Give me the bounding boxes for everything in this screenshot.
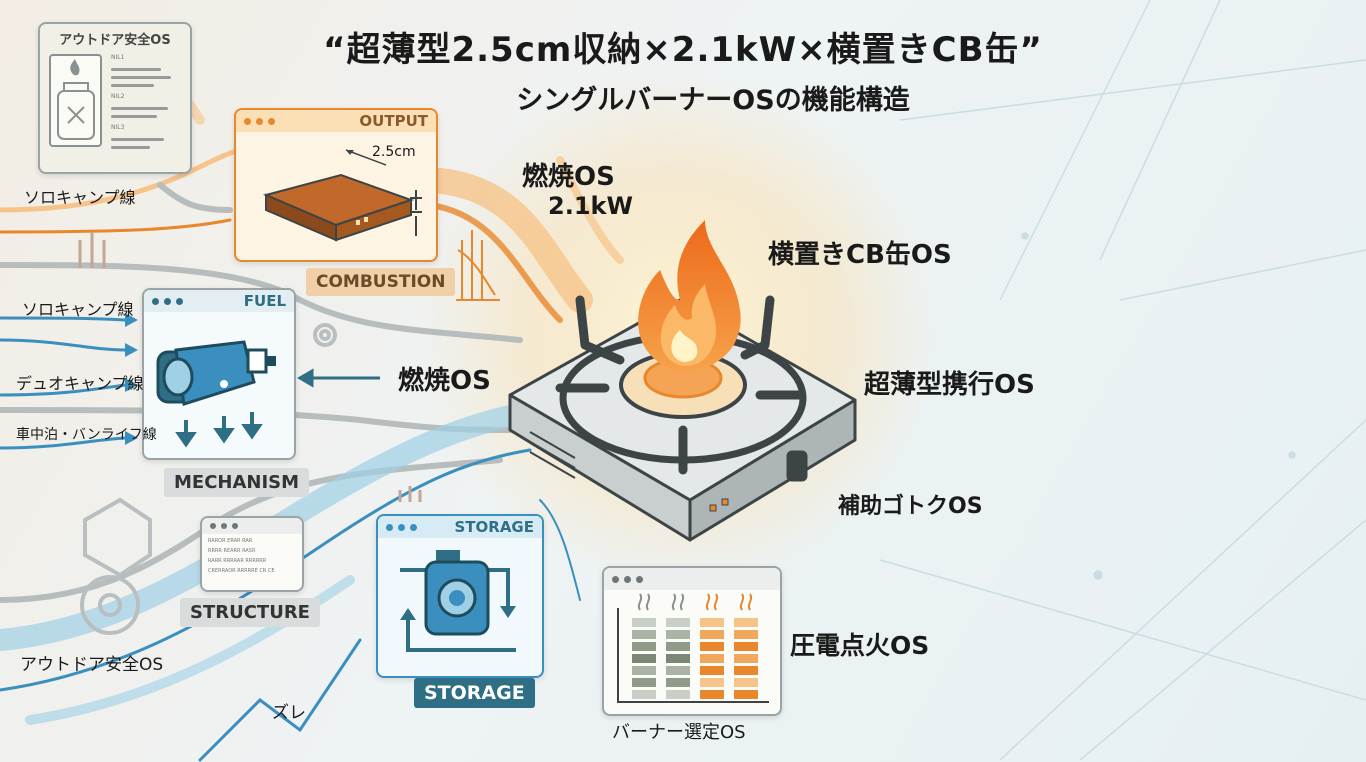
grid-cell <box>700 642 724 651</box>
deco-bars <box>78 232 422 502</box>
heat-wave-icon <box>705 593 719 611</box>
doc-label-3: NIL3 <box>111 124 125 131</box>
storage-tag: STORAGE <box>414 678 535 708</box>
grid-cell <box>700 666 724 675</box>
grid-cell <box>632 618 656 627</box>
output-header: OUTPUT <box>359 112 428 130</box>
cb-can-os-label: 横置きCB缶OS <box>768 240 952 270</box>
grid-cell <box>632 630 656 639</box>
grid-cell <box>700 678 724 687</box>
burner-select-label: バーナー選定OS <box>612 722 746 743</box>
output-panel: OUTPUT 2.5cm <box>234 108 438 262</box>
heat-wave-icon <box>637 593 651 611</box>
grid-cell <box>632 654 656 663</box>
grid-cell <box>700 654 724 663</box>
storage-header: STORAGE <box>454 518 534 536</box>
gas-can-icon <box>49 54 102 147</box>
grid-cell <box>734 666 758 675</box>
grid-cell <box>734 618 758 627</box>
grid-cell <box>632 666 656 675</box>
grid-cell <box>734 654 758 663</box>
ignition-knob <box>786 450 808 482</box>
slim-stove-icon <box>262 149 422 242</box>
output-kw-label: 2.1kW <box>548 192 633 220</box>
fuel-arrow <box>297 368 380 388</box>
outdoor-safety-label: アウトドア安全OS <box>20 655 164 675</box>
grid-cell <box>632 642 656 651</box>
combustion-os-top-label: 燃焼OS <box>522 162 615 192</box>
structure-line-1: RAROR ERAR RAR <box>208 538 253 544</box>
grid-cell <box>666 678 690 687</box>
grid-cell <box>666 654 690 663</box>
deco-gears <box>80 323 337 635</box>
flame-core <box>671 330 698 362</box>
grid-cell <box>666 642 690 651</box>
grid-cell <box>666 630 690 639</box>
heat-wave-icon <box>739 593 753 611</box>
diagram-title: “超薄型2.5cm収納×2.1kW×横置きCB缶” <box>323 30 1043 70</box>
grid-cell <box>700 618 724 627</box>
background-geometry <box>879 0 1366 761</box>
grid-cell <box>734 630 758 639</box>
thickness-label: 2.5cm <box>372 144 416 160</box>
diagram-subtitle: シングルバーナーOSの機能構造 <box>516 85 910 116</box>
duo-camp-line: デュオキャンプ線 <box>16 374 144 393</box>
storage-cycle-icon <box>400 550 516 652</box>
grid-cell <box>666 618 690 627</box>
structure-panel: RAROR ERAR RAR RRRR REARR RASR RARR RRRR… <box>200 516 304 592</box>
aux-trivet-os-label: 補助ゴトクOS <box>838 494 983 519</box>
grid-cell <box>734 642 758 651</box>
stove <box>508 220 857 542</box>
deco-ticks <box>456 230 500 301</box>
fuel-panel: FUEL <box>142 288 296 460</box>
solo-camp-line-1: ソロキャンプ線 <box>24 188 136 207</box>
outdoor-safety-header: アウトドア安全OS <box>59 33 171 48</box>
structure-line-3: RARR RRRRAR RRRRRR <box>208 558 267 564</box>
chart-axis <box>617 608 769 703</box>
structure-tag: STRUCTURE <box>180 598 320 627</box>
solo-camp-line-2: ソロキャンプ線 <box>22 300 134 319</box>
heat-wave-icon <box>671 593 685 611</box>
grid-cell <box>666 690 690 699</box>
doc-label-1: NIL1 <box>111 54 125 61</box>
ultra-thin-os-label: 超薄型携行OS <box>864 370 1035 400</box>
combustion-os-left-label: 燃焼OS <box>398 366 491 396</box>
structure-line-4: CRERRAOR RRRRRE CR CE <box>208 568 275 574</box>
trivets <box>555 295 805 475</box>
fuel-header: FUEL <box>243 292 286 310</box>
grid-cell <box>632 690 656 699</box>
doc-label-2: NIL2 <box>111 93 125 100</box>
structure-line-2: RRRR REARR RASR <box>208 548 256 554</box>
grid-cell <box>734 690 758 699</box>
outdoor-safety-panel: アウトドア安全OS NIL1 NIL2 NIL3 <box>38 22 192 174</box>
grid-cell <box>632 678 656 687</box>
combustion-tag: COMBUSTION <box>306 268 456 296</box>
cb-can-icon <box>156 340 276 448</box>
burner-comparison-chart <box>617 593 769 703</box>
grid-cell <box>734 678 758 687</box>
piezo-ignition-os-label: 圧電点火OS <box>790 631 930 660</box>
mechanism-tag: MECHANISM <box>164 468 310 497</box>
burner-select-panel <box>602 566 782 716</box>
drift-label: ズレ <box>272 703 306 723</box>
car-camp-line: 車中泊・バンライフ線 <box>16 427 157 443</box>
storage-panel: STORAGE <box>376 514 544 678</box>
grid-cell <box>666 666 690 675</box>
grid-cell <box>700 690 724 699</box>
grid-cell <box>700 630 724 639</box>
